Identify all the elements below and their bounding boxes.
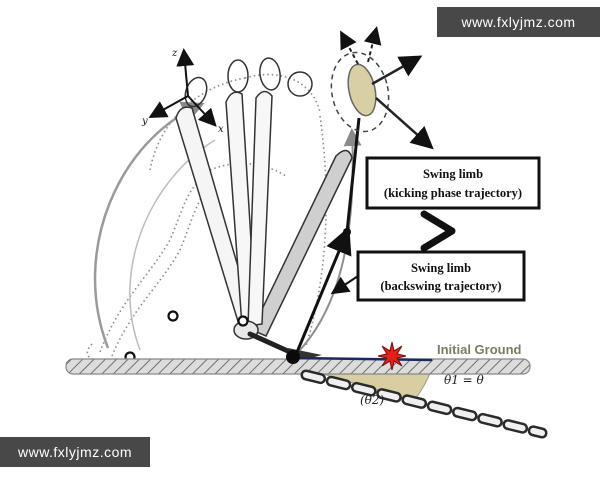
- pivot-dot: [286, 350, 300, 364]
- coordinate-axes: [148, 48, 217, 127]
- angle-eq-label: θ1 = θ: [444, 373, 485, 387]
- axis-z-label: z: [171, 48, 178, 59]
- joint-markers: [124, 310, 249, 363]
- watermark-bottom-left: www.fxlyjmz.com: [0, 437, 150, 467]
- leg-fan: [175, 57, 353, 340]
- axis-y-label: y: [141, 116, 148, 127]
- rebound-dashed-trajectory: [300, 369, 548, 439]
- callout-box2-pointer: [330, 275, 359, 295]
- axis-x-label: x: [218, 124, 224, 135]
- watermark-top-right: www.fxlyjmz.com: [437, 7, 600, 37]
- callout-box-backswing: Swing limb (backswing trajectory): [330, 250, 526, 302]
- impact-star: [377, 341, 407, 371]
- callout-box2-line2: (backswing trajectory): [380, 279, 501, 293]
- kicking-foot-cluster: [330, 26, 434, 150]
- foot-shape: [347, 63, 377, 117]
- angle-paren-label: (θ2): [360, 393, 385, 407]
- callout-box2-line1: Swing limb: [411, 261, 471, 275]
- callout-box-kicking: Swing limb (kicking phase trajectory): [365, 156, 541, 210]
- kick-vector: [286, 117, 361, 364]
- callout-box1-line2: (kicking phase trajectory): [384, 186, 522, 200]
- foot-velocity-arrows: [340, 26, 434, 150]
- chevron-arrow: [420, 210, 456, 252]
- foot-dashed-ellipse: [330, 51, 390, 133]
- callout-box1-line1: Swing limb: [423, 167, 483, 181]
- ground-label: Initial Ground: [437, 342, 522, 357]
